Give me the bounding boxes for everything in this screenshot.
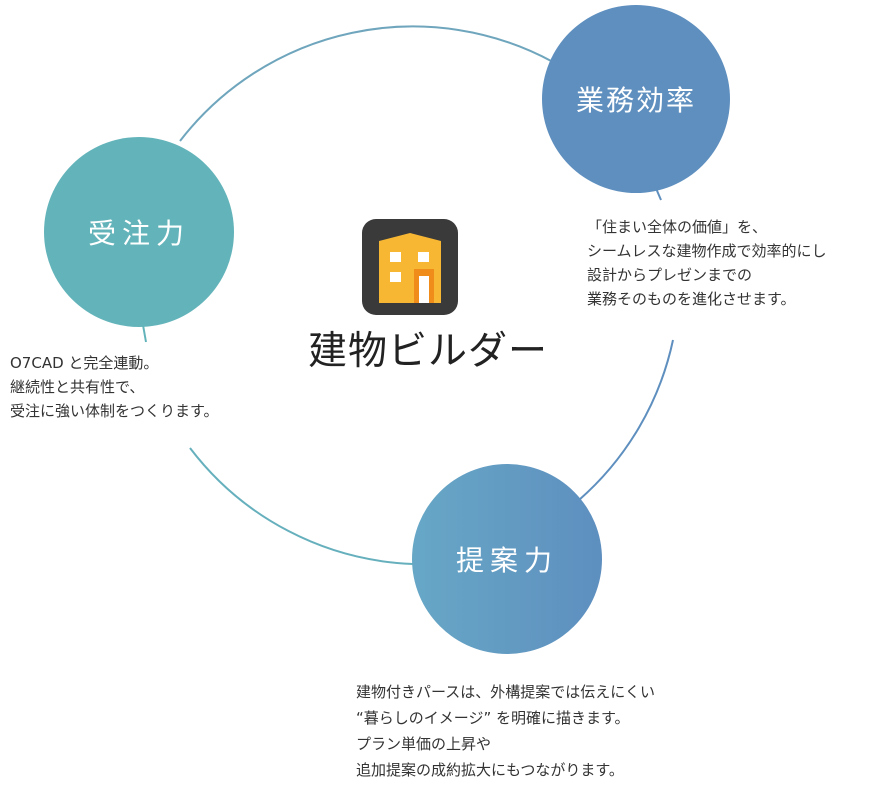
proposal-description-line: “暮らしのイメージ” を明確に描きます。 <box>356 709 630 727</box>
building-window <box>390 272 401 282</box>
orders-description: O7CAD と完全連動。 継続性と共有性で、 受注に強い体制をつくります。 <box>10 351 219 423</box>
proposal-description: 建物付きパースは、外構提案では伝えにくい “暮らしのイメージ” を明確に描きます… <box>356 679 655 783</box>
orders-description-line: O7CAD と完全連動。 <box>10 354 159 372</box>
ring-tick-orders <box>142 324 147 343</box>
ring-arc-bottom <box>189 447 414 565</box>
orders-description-line: 継続性と共有性で、 <box>10 378 145 396</box>
efficiency-description-line: シームレスな建物作成で効率的にし <box>587 242 827 260</box>
node-orders-label: 受注力 <box>87 217 190 250</box>
proposal-description-line: プラン単価の上昇や <box>356 735 492 753</box>
proposal-description-line: 追加提案の成約拡大にもつながります。 <box>356 761 624 779</box>
building-window <box>418 252 429 262</box>
efficiency-description-line: 業務そのものを進化させます。 <box>587 290 796 308</box>
efficiency-description-line: 設計からプレゼンまでの <box>587 266 753 284</box>
node-proposal: 提案力 <box>412 464 602 654</box>
node-proposal-label: 提案力 <box>455 544 558 577</box>
efficiency-description: 「住まい全体の価値」を、 シームレスな建物作成で効率的にし 設計からプレゼンまで… <box>587 215 827 311</box>
building-app-icon <box>362 219 458 315</box>
ring-arc-top <box>179 25 554 142</box>
node-efficiency: 業務効率 <box>542 5 730 193</box>
building-door <box>419 276 429 303</box>
efficiency-description-line: 「住まい全体の価値」を、 <box>587 218 768 236</box>
ring-arc-right <box>578 339 674 501</box>
building-window <box>390 252 401 262</box>
node-efficiency-label: 業務効率 <box>575 84 696 117</box>
proposal-description-line: 建物付きパースは、外構提案では伝えにくい <box>356 683 655 701</box>
orders-description-line: 受注に強い体制をつくります。 <box>10 402 219 420</box>
node-orders: 受注力 <box>44 137 234 327</box>
app-name: 建物ビルダー <box>308 329 549 374</box>
